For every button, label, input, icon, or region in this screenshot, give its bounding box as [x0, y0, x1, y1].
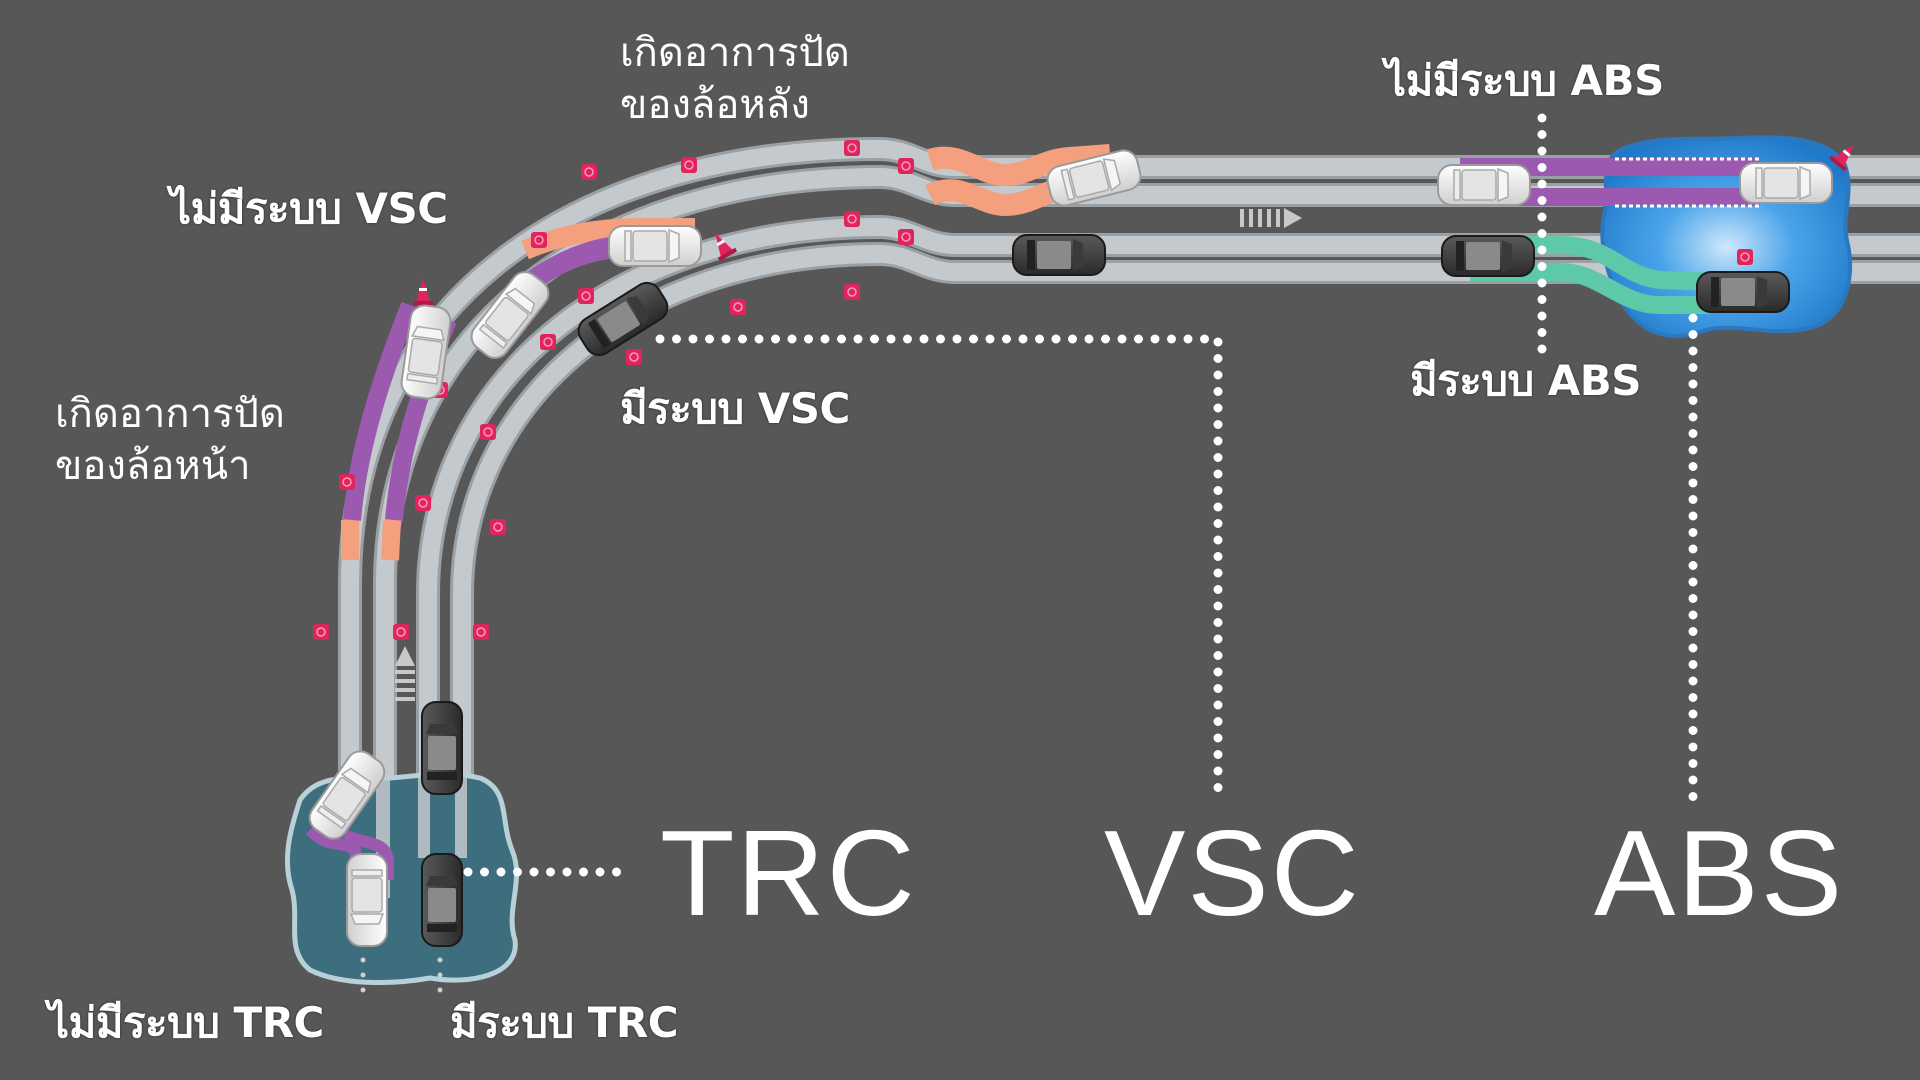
- road-marker-icon: [843, 283, 861, 301]
- road-marker-icon: [1736, 248, 1754, 266]
- without-abs-label: ไม่มีระบบ ABS: [1385, 56, 1664, 105]
- rear-skid-label-line1: เกิดอาการปัด: [620, 30, 850, 76]
- trc-spin-track-2: [342, 829, 394, 880]
- white-car-icon: [1739, 162, 1833, 204]
- road-marker-icon: [414, 494, 432, 512]
- dotted-connectors: [360, 113, 1698, 1003]
- road-marker-icon: [338, 473, 356, 491]
- with-trc-label: มีระบบ TRC: [450, 998, 679, 1047]
- road-marker-icon: [530, 231, 548, 249]
- with-abs-label: มีระบบ ABS: [1410, 356, 1642, 405]
- black-car-icon: [1012, 234, 1106, 276]
- without-vsc-label: ไม่มีระบบ VSC: [170, 184, 448, 233]
- front-skid-label: เกิดอาการปัด ของล้อหน้า: [55, 388, 285, 492]
- road-lane-4-surface: [453, 244, 1920, 969]
- road-marker-icon: [625, 348, 643, 366]
- road-marker-icon: [580, 163, 598, 181]
- with-vsc-label: มีระบบ VSC: [620, 384, 850, 433]
- without-trc-label: ไม่มีระบบ TRC: [48, 998, 324, 1047]
- black-car-icon: [421, 853, 463, 947]
- road-marker-icon: [843, 139, 861, 157]
- black-car-icon: [421, 701, 463, 795]
- abs-system-title: ABS: [1594, 805, 1845, 941]
- front-skid-label-line2: ของล้อหน้า: [55, 443, 251, 489]
- vsc-system-title: VSC: [1104, 805, 1361, 941]
- road-marker-icon: [843, 210, 861, 228]
- road-marker-icon: [680, 156, 698, 174]
- trc-system-title: TRC: [660, 805, 917, 941]
- road-marker-icon: [729, 298, 747, 316]
- road-marker-icon: [539, 333, 557, 351]
- white-car-icon: [1437, 164, 1531, 206]
- white-car-icon: [608, 225, 702, 267]
- white-car-icon: [346, 853, 388, 947]
- black-car-icon: [1696, 271, 1790, 313]
- road-marker-icon: [392, 623, 410, 641]
- road-marker-icon: [897, 228, 915, 246]
- road-marker-icon: [479, 423, 497, 441]
- road-marker-icon: [312, 623, 330, 641]
- direction-arrow-icon: [1240, 208, 1302, 228]
- rear-skid-label: เกิดอาการปัด ของล้อหลัง: [620, 27, 850, 131]
- road-marker-icon: [897, 157, 915, 175]
- rear-skid-label-line2: ของล้อหลัง: [620, 82, 810, 128]
- vsc-connector: [655, 334, 1223, 802]
- front-skid-label-line1: เกิดอาการปัด: [55, 391, 285, 437]
- black-car-icon: [1441, 235, 1535, 277]
- direction-arrow-icon: [395, 646, 415, 701]
- traffic-cone-icon: [413, 278, 433, 305]
- road-marker-icon: [472, 623, 490, 641]
- road-marker-icon: [577, 287, 595, 305]
- road-marker-icon: [489, 518, 507, 536]
- abs-steer-tracks: [1470, 236, 1721, 314]
- abs-locked-tracks: [1460, 157, 1760, 208]
